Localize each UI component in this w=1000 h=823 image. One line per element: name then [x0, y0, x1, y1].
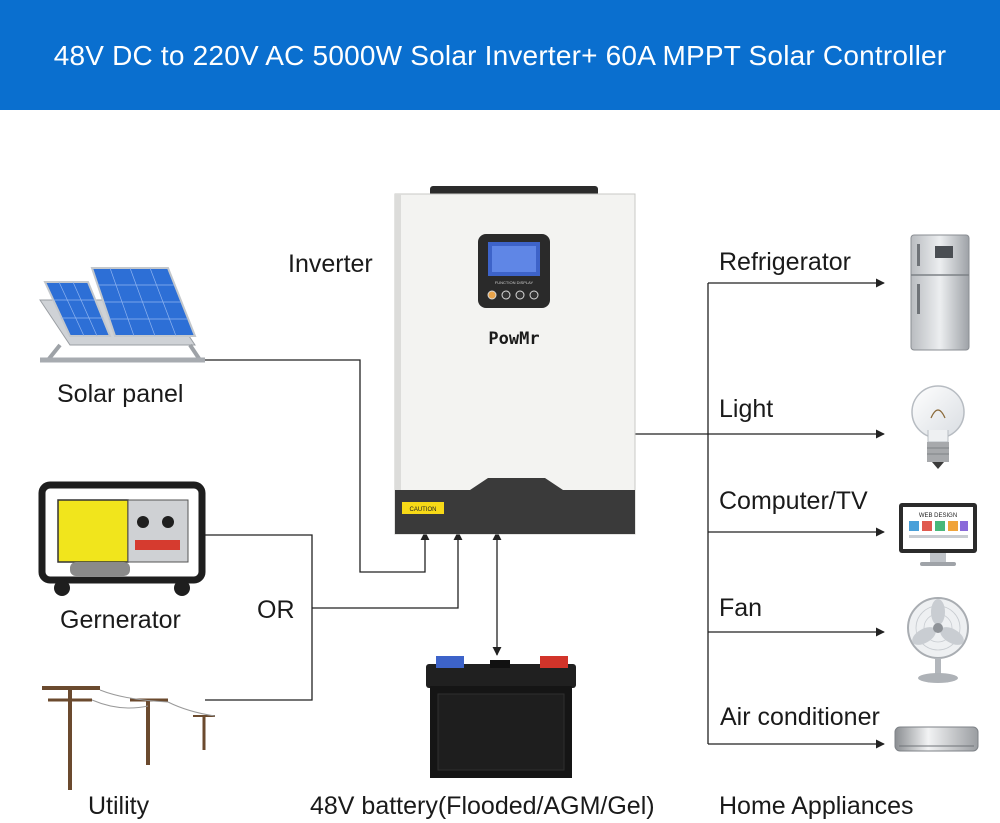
refrigerator-label: Refrigerator	[719, 248, 851, 276]
display-caption: FUNCTION DISPLAY	[495, 280, 534, 285]
fan-label: Fan	[719, 594, 763, 622]
utility-label: Utility	[88, 792, 150, 820]
solar-panel-icon	[39, 267, 205, 363]
inverter-button	[515, 290, 525, 300]
computer-tv-label: Computer/TV	[719, 487, 868, 515]
connection-lines	[180, 278, 885, 749]
refrigerator-icon	[910, 234, 970, 351]
light-label: Light	[719, 395, 774, 423]
air-conditioner-icon	[894, 726, 979, 752]
title-banner: 48V DC to 220V AC 5000W Solar Inverter+ …	[0, 0, 1000, 110]
inverter-brand-logo: PowMr	[488, 329, 539, 349]
fan-icon	[907, 597, 969, 683]
inverter-label: Inverter	[288, 250, 373, 278]
or-label: OR	[257, 596, 295, 624]
caution-sticker	[402, 502, 444, 514]
inverter-button	[501, 290, 511, 300]
solar-panel-label: Solar panel	[57, 380, 184, 408]
page-title: 48V DC to 220V AC 5000W Solar Inverter+ …	[53, 40, 947, 71]
air-conditioner-label: Air conditioner	[720, 703, 880, 731]
caution-text: CAUTION	[410, 507, 437, 513]
inverter-button	[487, 290, 497, 300]
solar-to-inverter-line	[180, 359, 430, 573]
battery-icon	[426, 656, 576, 778]
home-appliances-label: Home Appliances	[719, 792, 914, 820]
inverter-unit: CAUTION FUNCTION DISPLAY PowMr	[394, 186, 636, 535]
computer-screen-text: WEB DESIGN	[919, 513, 957, 519]
battery-label: 48V battery(Flooded/AGM/Gel)	[310, 792, 655, 820]
generator-icon	[38, 481, 206, 596]
utility-pole-icon	[42, 686, 216, 790]
inverter-bottom-panel	[395, 478, 635, 534]
generator-line	[205, 534, 313, 701]
ac-source-to-inverter-line	[312, 531, 463, 609]
light-bulb-icon	[911, 385, 965, 469]
computer-icon: WEB DESIGN	[899, 503, 977, 566]
inverter-button	[529, 290, 539, 300]
generator-label: Gernerator	[60, 606, 181, 634]
